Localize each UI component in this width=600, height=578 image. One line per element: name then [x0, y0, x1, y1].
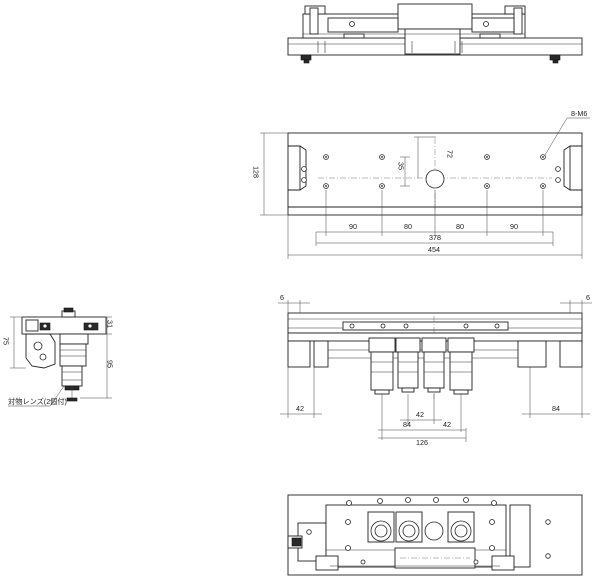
- bottom-objective-ports: [367, 511, 475, 543]
- dim-90b: 90: [510, 222, 518, 231]
- dim-6-right: 6: [586, 293, 590, 302]
- dim-42-bottom: 42: [443, 420, 451, 429]
- dim-31: 31: [106, 320, 115, 328]
- dim-126: 126: [416, 438, 428, 447]
- front-view: 6 6: [278, 293, 592, 447]
- dim-42-center: 42: [416, 410, 424, 419]
- dim-84-right: 84: [552, 404, 560, 413]
- dim-378: 378: [429, 233, 441, 242]
- dim-72: 72: [446, 150, 455, 158]
- objective-note: 対物レンズ(2個付): [8, 397, 67, 406]
- dim-6-left: 6: [280, 293, 284, 302]
- plan-holes: [301, 154, 561, 189]
- side-view: 75 31 95 対物レンズ(2個付): [2, 307, 115, 407]
- top-elevation-view: [287, 3, 583, 64]
- dim-90a: 90: [349, 222, 357, 231]
- dim-35: 35: [397, 162, 406, 170]
- dim-95: 95: [106, 360, 115, 368]
- bottom-view: [287, 494, 583, 576]
- dim-80a: 80: [404, 222, 412, 231]
- dim-42-left: 42: [296, 404, 304, 413]
- note-8m6: 8-M6: [571, 109, 587, 118]
- dim-75: 75: [2, 337, 11, 345]
- plan-view: 8-M6 128 72 35 90 80 80 90 378 454: [252, 109, 590, 259]
- objectives: [368, 337, 475, 395]
- dim-454: 454: [428, 245, 440, 254]
- dim-128: 128: [252, 166, 261, 178]
- dim-84-bottom: 84: [403, 420, 411, 429]
- dim-80b: 80: [456, 222, 464, 231]
